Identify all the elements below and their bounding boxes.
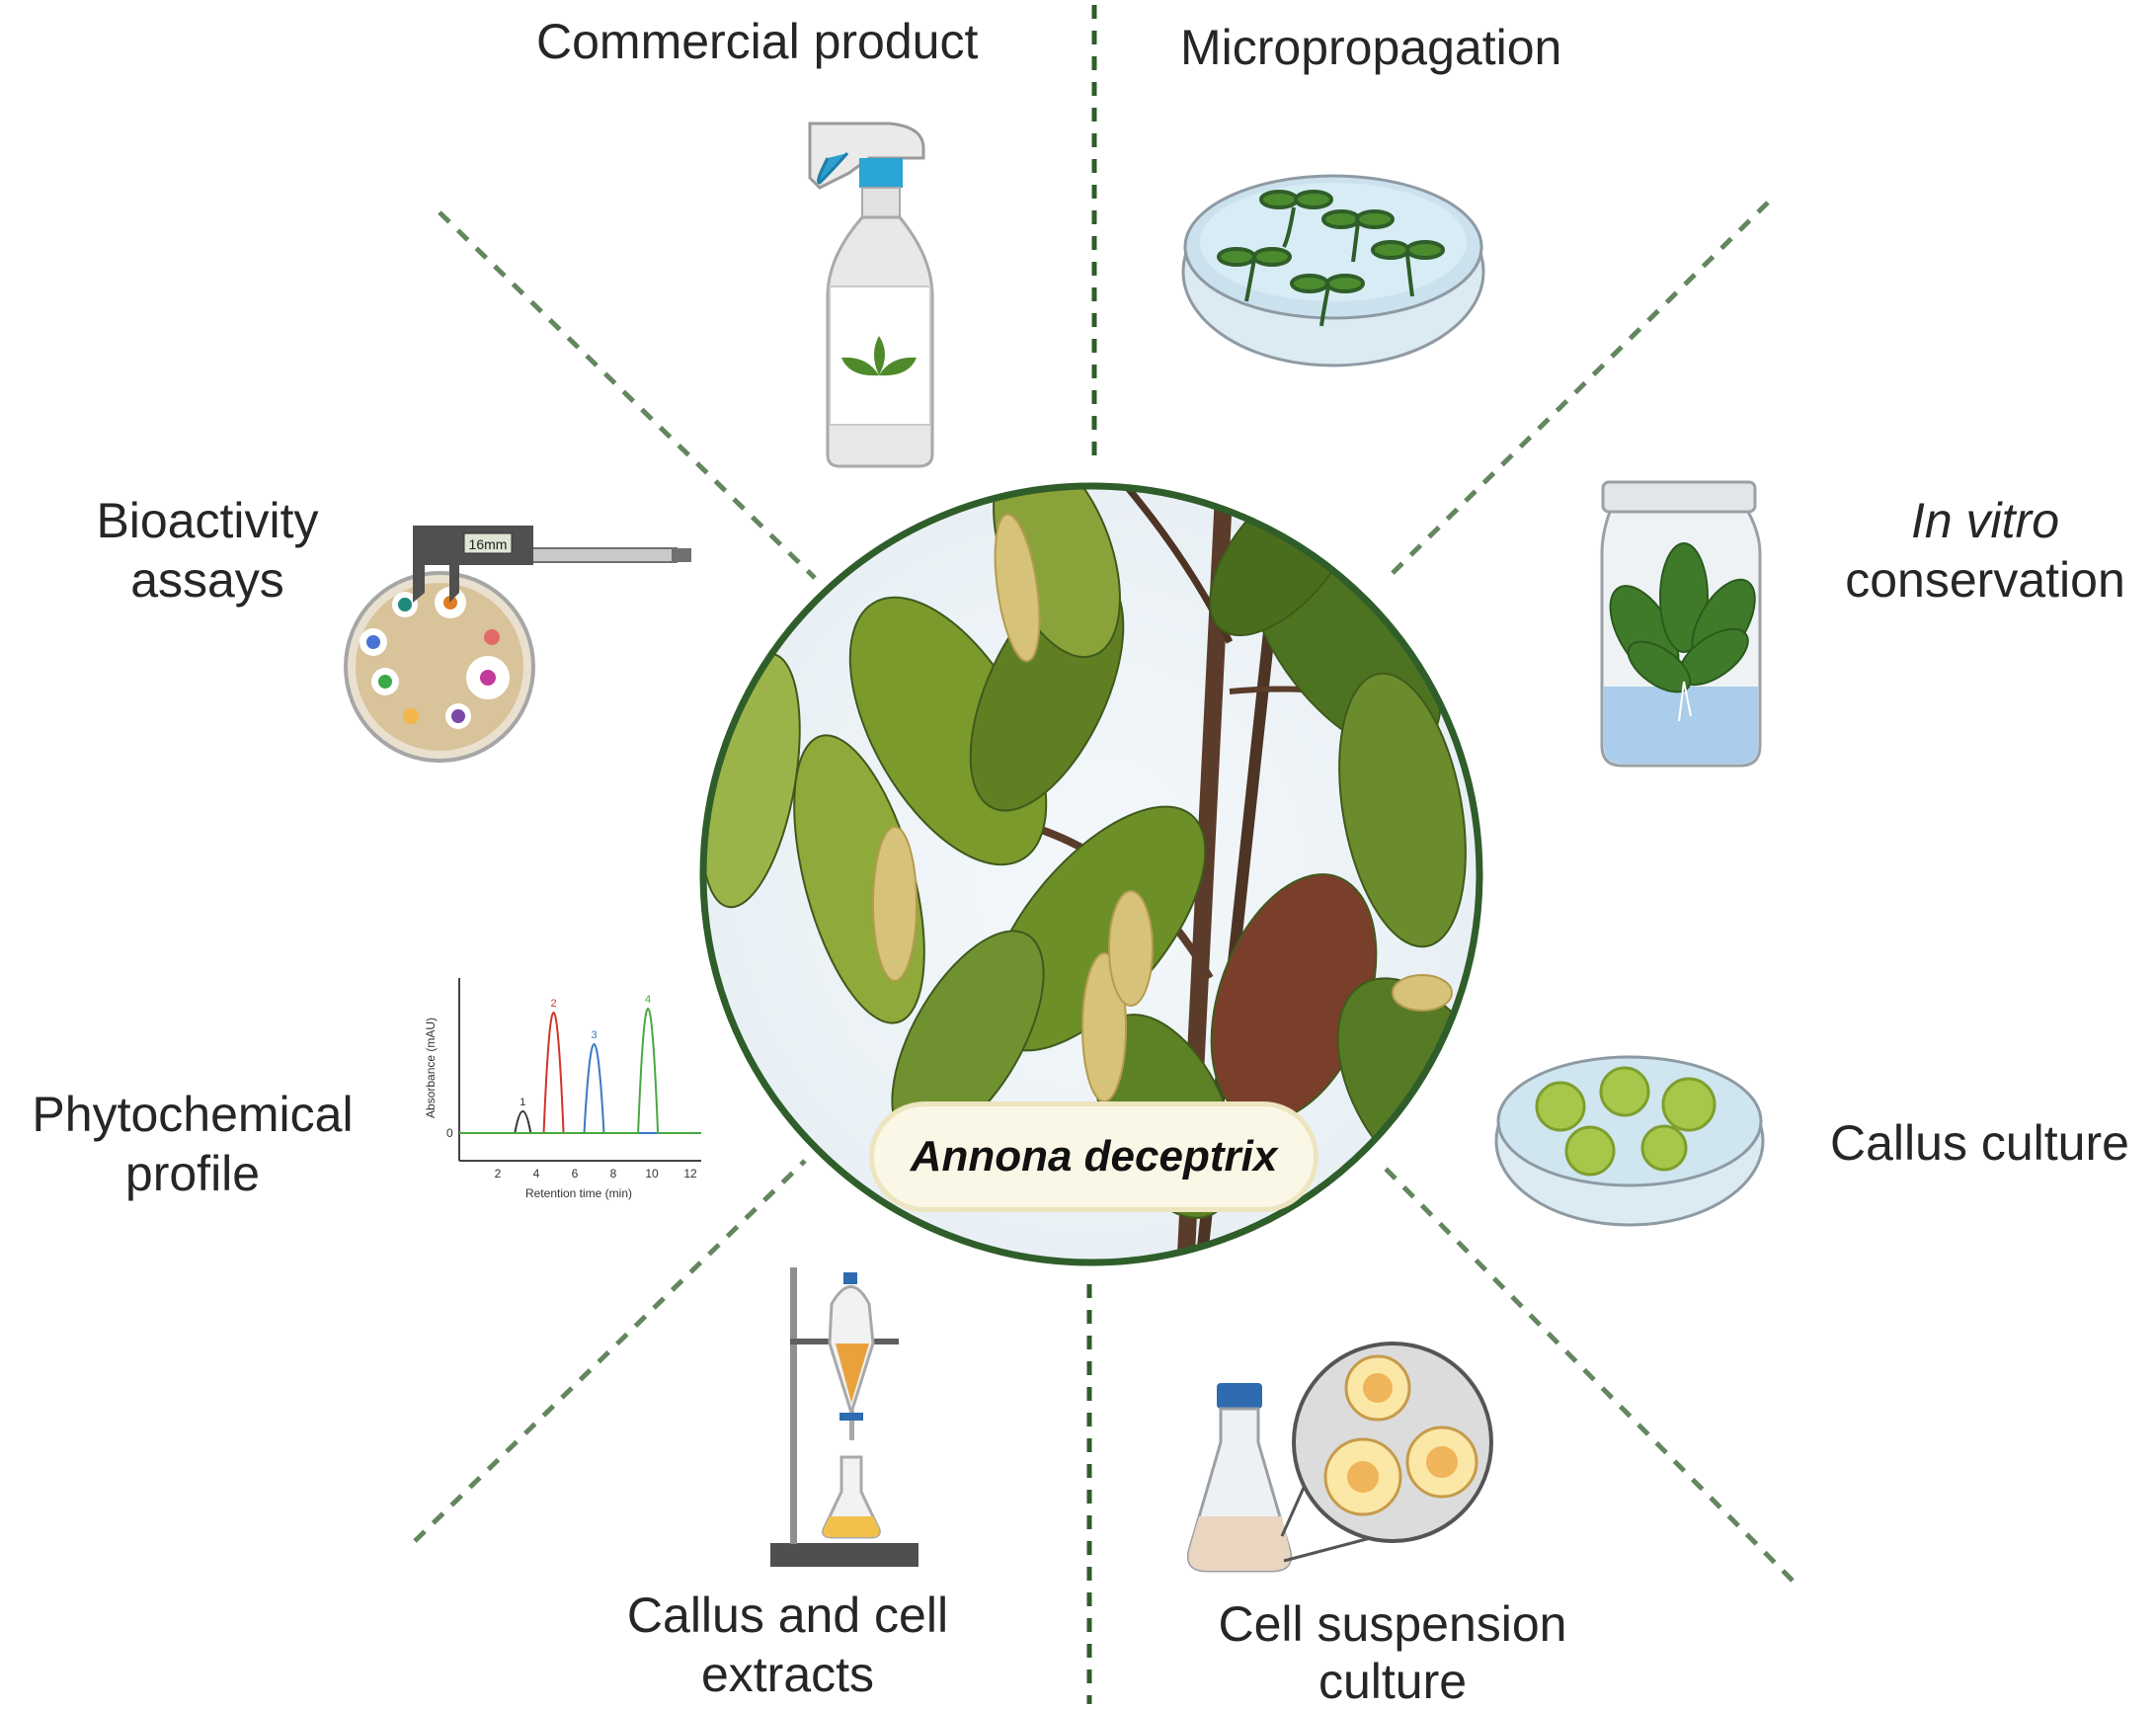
chromatogram-peak	[459, 1110, 701, 1134]
label-extracts-line1: Callus and cell	[626, 1588, 949, 1643]
chromatogram-peak	[459, 1012, 701, 1134]
chromatogram-y-tick: 0	[446, 1126, 453, 1140]
spray-bottle-icon	[808, 122, 934, 468]
label-callus-culture: Callus culture	[1830, 1115, 2129, 1171]
divider-lower-left	[413, 1159, 807, 1543]
chromatogram-peak-label: 1	[519, 1097, 525, 1108]
label-extracts-line2: extracts	[700, 1647, 875, 1702]
chromatogram-x-tick: 8	[610, 1167, 617, 1181]
chromatogram-peak	[459, 1043, 701, 1134]
chromatogram-x-tick: 2	[495, 1167, 502, 1181]
label-phytochemical-line1: Phytochemical	[32, 1087, 354, 1142]
caliper-agar-plate-icon: 16mm	[344, 526, 691, 763]
label-bioactivity-line2: assays	[130, 552, 284, 608]
label-in-vitro-line1: In vitro	[1910, 493, 2060, 548]
chromatogram-peak-label: 4	[645, 994, 651, 1006]
chromatogram-ylabel: Absorbance (mAU)	[424, 1018, 438, 1118]
label-suspension-line2: culture	[1318, 1654, 1468, 1709]
label-suspension-line1: Cell suspension	[1218, 1596, 1567, 1652]
label-callus-cell-extracts: Callus and cell extracts	[617, 1586, 958, 1704]
plant-photo	[703, 486, 1479, 1262]
divider-lower-right	[1376, 1159, 1795, 1583]
petri-dish-seedlings-icon	[1181, 174, 1485, 367]
label-bioactivity-line1: Bioactivity	[96, 493, 319, 548]
species-name-badge: Annona deceptrix	[869, 1101, 1318, 1212]
chromatogram-peak-label: 3	[591, 1029, 597, 1041]
label-cell-suspension-culture: Cell suspension culture	[1205, 1595, 1580, 1710]
divider-lines	[64, 5, 2084, 1704]
label-phytochemical-line2: profile	[124, 1146, 261, 1201]
divider-upper-right	[1386, 201, 1770, 580]
chromatogram-peak	[459, 1008, 701, 1134]
photo-frame	[699, 482, 1483, 1266]
label-commercial-product: Commercial product	[536, 14, 979, 69]
caliper-readout: 16mm	[469, 536, 508, 552]
suspension-flask-icon	[1186, 1342, 1493, 1573]
chromatogram-x-tick: 10	[645, 1167, 659, 1181]
divider-upper-left	[438, 210, 817, 580]
chromatogram-x-ticks: 2 4 6 8 10 12	[495, 1167, 697, 1181]
label-in-vitro-line2: conservation	[1845, 552, 2125, 608]
chromatogram-peak-label: 2	[550, 998, 556, 1010]
chromatogram-peaks: 1 2 3 4	[459, 994, 701, 1134]
jar-plantlet-icon	[1600, 480, 1762, 768]
chromatogram-x-tick: 4	[533, 1167, 540, 1181]
label-phytochemical-profile: Phytochemical profile	[20, 1085, 365, 1203]
chromatogram-xlabel: Retention time (min)	[525, 1186, 632, 1200]
label-in-vitro-conservation: In vitro conservation	[1832, 491, 2138, 610]
chromatogram-x-tick: 6	[572, 1167, 579, 1181]
label-micropropagation: Micropropagation	[1180, 20, 1562, 75]
label-bioactivity-assays: Bioactivity assays	[84, 491, 331, 610]
callus-dish-icon	[1494, 1055, 1765, 1227]
chromatogram-icon: Absorbance (mAU) Retention time (min) 0 …	[424, 978, 701, 1200]
separatory-funnel-icon	[770, 1267, 918, 1567]
chromatogram-x-tick: 12	[683, 1167, 697, 1181]
